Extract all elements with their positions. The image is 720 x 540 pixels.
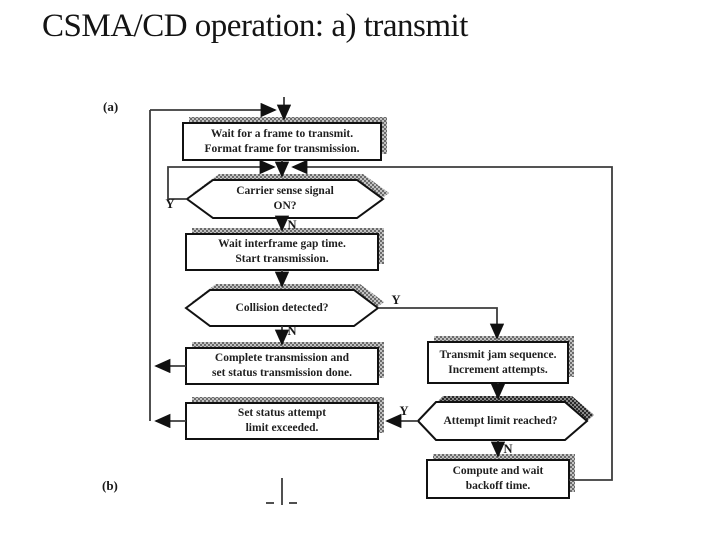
node-set-status-label: Set status attempt limit exceeded. bbox=[237, 407, 327, 434]
box-set-status bbox=[185, 402, 379, 440]
hex-attempt-limit bbox=[416, 401, 589, 441]
node-wait-frame-label: Wait for a frame to transmit. Format fra… bbox=[204, 127, 360, 155]
branch-carrier-no: N bbox=[287, 218, 297, 232]
branch-attempt-yes: Y bbox=[399, 404, 409, 418]
figure-label-a: (a) bbox=[103, 99, 119, 114]
connector-backoff-loop bbox=[291, 159, 613, 481]
node-collision-label: Collision detected? bbox=[235, 301, 329, 314]
box-complete bbox=[185, 347, 379, 385]
branch-collision-yes: Y bbox=[391, 293, 401, 307]
node-backoff-label: Compute and wait backoff time. bbox=[452, 465, 544, 492]
node-attempt-limit-label: Attempt limit reached? bbox=[443, 414, 558, 427]
node-jam-label: Transmit jam sequence. Increment attempt… bbox=[439, 348, 557, 376]
connector-carrier-yes-loop bbox=[167, 159, 276, 200]
connectors bbox=[149, 97, 613, 505]
figure-label-b: (b) bbox=[102, 478, 118, 493]
branch-carrier-yes: Y bbox=[165, 197, 175, 211]
node-wait-gap-label: Wait interframe gap time. Start transmis… bbox=[218, 238, 346, 265]
node-carrier-sense-label: Carrier sense signal ON? bbox=[236, 185, 334, 212]
connector-collision-yes bbox=[378, 307, 505, 340]
node-complete-label: Complete transmission and set status tra… bbox=[212, 352, 352, 379]
page-title: CSMA/CD operation: a) transmit bbox=[42, 8, 468, 44]
box-backoff bbox=[426, 459, 570, 499]
branch-collision-no: N bbox=[287, 324, 297, 338]
branch-attempt-no: N bbox=[503, 442, 513, 456]
box-wait-gap bbox=[185, 233, 379, 271]
hex-carrier-sense bbox=[185, 179, 385, 219]
node-shapes bbox=[182, 122, 589, 499]
